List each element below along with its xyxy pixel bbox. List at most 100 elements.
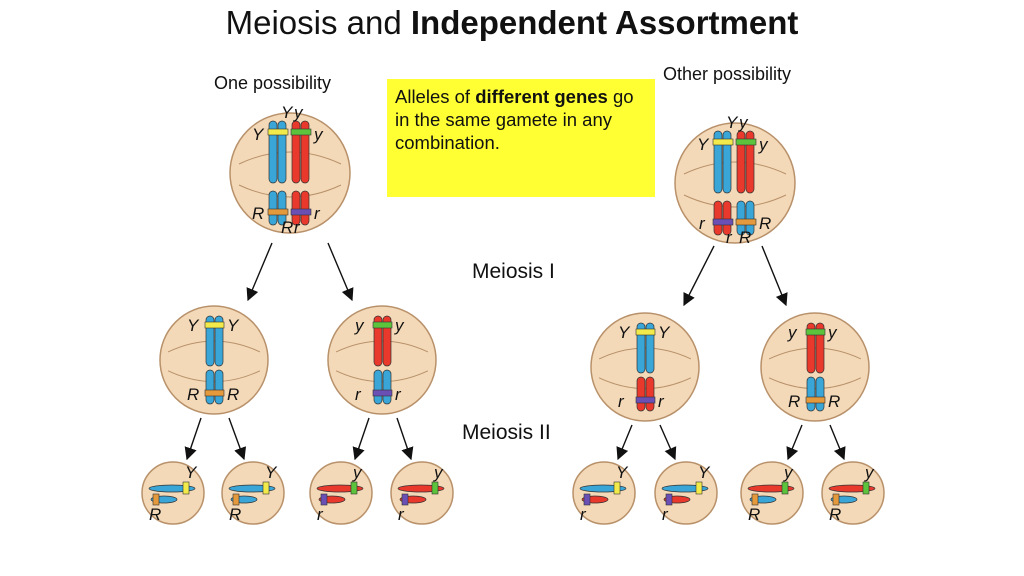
mid-2-long-chromatid-b (382, 315, 392, 367)
mid-1-band-Y (204, 321, 225, 329)
gamete-5-allele-Y: Y (616, 463, 629, 482)
top-right-allele-R-bottom: R (739, 228, 751, 247)
note-text-pre: Alleles of (395, 86, 476, 107)
gamete-5-cell (572, 461, 636, 525)
note-box: Alleles of different genes go in the sam… (387, 79, 655, 197)
mid-3-band-r (635, 396, 656, 404)
gamete-2-allele-Y: Y (265, 463, 278, 482)
gamete-6-cell (654, 461, 718, 525)
arrow-mid-3-to-gamete-5 (616, 424, 633, 461)
mid-1-allele-R-left: R (187, 385, 199, 404)
label-one-possibility: One possibility (214, 73, 332, 93)
mid-1-band-R (204, 389, 225, 397)
top-left-allele-r-bottom: r (294, 218, 301, 237)
mid-4-long-chromatid-b (815, 322, 825, 374)
mid-2-allele-y-left: y (354, 316, 365, 335)
top-left-cell (229, 112, 351, 234)
top-right-allele-Y-top: Y (726, 113, 739, 132)
gamete-1-allele-Y: Y (185, 463, 198, 482)
gamete-8-allele-R: R (829, 505, 841, 524)
gamete-6-allele-Y: Y (698, 463, 711, 482)
gamete-2-band-Y (262, 481, 270, 495)
mid-2-long-chromatid-a (373, 315, 383, 367)
arrow-top-right-to-mid-3 (683, 245, 715, 307)
note-text-bold: different genes (475, 86, 608, 107)
mid-2-allele-r-left: r (355, 385, 362, 404)
mid-3-long-chromatid-a (636, 322, 646, 374)
mid-2-short-chromatid-b (382, 369, 392, 405)
gamete-4-band-r (401, 493, 409, 506)
gamete-4-allele-y: y (433, 463, 444, 482)
top-right-short-red-chromatid-b (722, 200, 732, 236)
title-plain: Meiosis and (225, 4, 411, 41)
top-left-band-Y (267, 128, 289, 136)
mid-4-allele-R-left: R (788, 392, 800, 411)
top-left-long-red-chromatid-b (300, 120, 310, 184)
mid-1-short-chromatid-a (205, 369, 215, 405)
top-right-allele-R-right: R (759, 214, 771, 233)
top-left-allele-R-bottom: R (281, 218, 293, 237)
arrow-mid-4-to-gamete-8 (829, 424, 846, 461)
top-right-long-red-chromatid-b (745, 130, 755, 194)
arrow-top-left-to-mid-1 (246, 242, 273, 302)
label-meiosis-1: Meiosis I (472, 260, 555, 283)
mid-3-allele-Y-right: Y (658, 323, 671, 342)
top-left-allele-Y-left: Y (252, 125, 265, 144)
gamete-3-allele-r: r (317, 505, 324, 524)
mid-2-short-chromatid-a (373, 369, 383, 405)
top-left-spindle-upper (238, 151, 342, 165)
top-left-allele-y-top: y (293, 103, 304, 122)
mid-1-long-chromatid-a (205, 315, 215, 367)
gamete-6-band-r (665, 493, 673, 506)
top-left-long-blue-chromatid-b (277, 120, 287, 184)
top-right-allele-y-top: y (738, 113, 749, 132)
mid-3-short-chromatid-b (645, 376, 655, 412)
arrow-mid-1-to-gamete-2 (228, 417, 247, 461)
mid-4-short-chromatid-b (815, 376, 825, 412)
top-left-band-y (290, 128, 312, 136)
gamete-6-allele-r: r (662, 505, 669, 524)
top-right-band-R (735, 218, 757, 226)
mid-4-band-y (805, 328, 826, 336)
top-left-short-red-chromatid-b (300, 190, 310, 226)
mid-1-short-chromatid-b (214, 369, 224, 405)
top-right-short-blue-chromatid-a (736, 200, 746, 236)
label-other-possibility: Other possibility (663, 64, 792, 84)
arrow-mid-2-to-gamete-3 (352, 417, 370, 461)
gamete-5-allele-r: r (580, 505, 587, 524)
mid-4-allele-R-right: R (828, 392, 840, 411)
gamete-1-cell (141, 461, 205, 525)
mid-3-allele-r-left: r (618, 392, 625, 411)
arrow-top-left-to-mid-2 (327, 242, 354, 302)
mid-4-allele-y-left: y (787, 323, 798, 342)
mid-4-short-chromatid-a (806, 376, 816, 412)
gamete-8-cell (821, 461, 885, 525)
title-bold: Independent Assortment (410, 4, 799, 41)
mid-1-allele-R-right: R (227, 385, 239, 404)
top-right-allele-r-left: r (699, 214, 706, 233)
mid-2-band-r (372, 389, 393, 397)
label-meiosis-2: Meiosis II (462, 421, 551, 444)
gamete-7-allele-y: y (783, 463, 794, 482)
top-left-short-blue-chromatid-a (268, 190, 278, 226)
top-right-allele-Y-left: Y (697, 135, 710, 154)
top-right-short-red-chromatid-a (713, 200, 723, 236)
top-right-allele-r-bottom: r (726, 228, 733, 247)
gamete-8-band-R (832, 493, 840, 506)
arrow-mid-1-to-gamete-1 (184, 417, 202, 461)
top-left-short-blue-chromatid-b (277, 190, 287, 226)
gamete-5-band-Y (613, 481, 621, 495)
top-left-long-red-chromatid-a (291, 120, 301, 184)
note-text-post: go in the same gamete in any combination… (395, 86, 634, 153)
arrow-mid-3-to-gamete-6 (659, 424, 677, 461)
gamete-3-band-r (320, 493, 328, 506)
top-left-allele-Y-top: Y (281, 103, 294, 122)
gamete-4-cell (390, 461, 454, 525)
gamete-7-band-y (781, 481, 789, 495)
top-right-cell (674, 122, 796, 244)
mid-2-band-y (372, 321, 393, 329)
gamete-2-cell (221, 461, 285, 525)
gamete-2-band-R (232, 493, 240, 506)
gamete-8-band-y (862, 481, 870, 495)
